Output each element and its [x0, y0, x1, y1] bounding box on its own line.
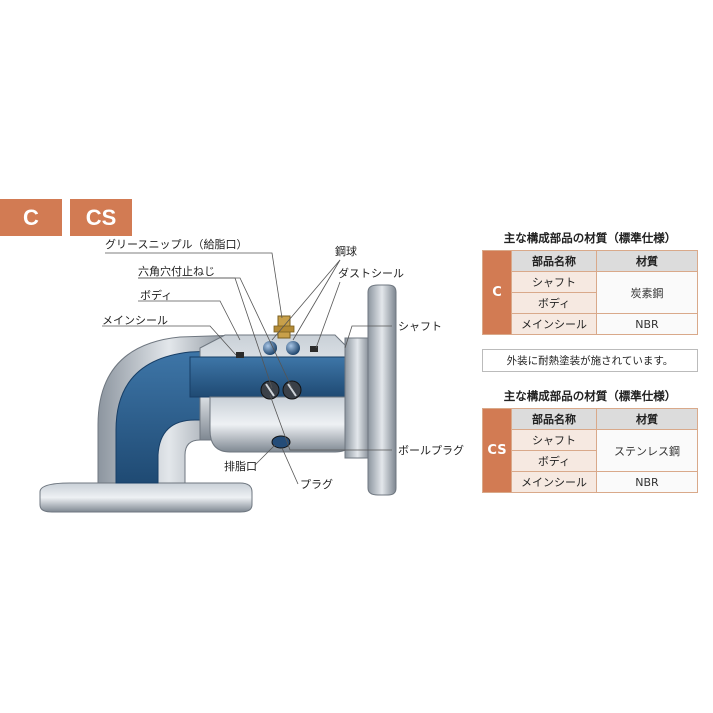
label-ball-plug: ボールプラグ — [398, 443, 464, 457]
table-c-material: NBR — [596, 313, 698, 335]
model-tag-c: C — [0, 199, 62, 236]
label-steel-ball: 鋼球 — [335, 244, 357, 258]
table-cs-part: シャフト — [511, 429, 597, 451]
label-grease-nipple: グリースニップル（給脂口） — [105, 237, 247, 251]
table-cs-part: メインシール — [511, 471, 597, 493]
label-main-seal: メインシール — [102, 314, 168, 327]
label-dust-seal: ダストシール — [338, 266, 404, 280]
table-c-head-material: 材質 — [596, 250, 698, 272]
table-cs-material-merged: ステンレス鋼 — [596, 429, 698, 472]
coating-note: 外装に耐熱塗装が施されています。 — [482, 349, 698, 372]
table-c-part: メインシール — [511, 313, 597, 335]
dust-seal — [310, 346, 318, 352]
steel-ball-left — [263, 341, 277, 355]
bottom-flange — [39, 482, 253, 513]
label-set-screw: 六角穴付止ねじ — [138, 264, 215, 278]
steel-ball-right — [286, 341, 300, 355]
label-shaft: シャフト — [398, 320, 442, 333]
table-cs-title: 主な構成部品の材質（標準仕様） — [503, 389, 677, 403]
shaft — [344, 337, 371, 459]
drain-plug — [271, 435, 291, 449]
table-cs-part: ボディ — [511, 450, 597, 472]
main-seal — [236, 352, 244, 358]
table-cs-side-label: CS — [482, 408, 512, 493]
table-c-part: ボディ — [511, 292, 597, 314]
material-table-c: C 部品名称 材質 シャフト 炭素鋼 ボディ メインシール NBR — [482, 250, 698, 335]
material-table-cs: CS 部品名称 材質 シャフト ステンレス鋼 ボディ メインシール NBR — [482, 408, 698, 493]
table-c-head-name: 部品名称 — [511, 250, 597, 272]
label-body: ボディ — [140, 288, 172, 302]
label-drain-port: 排脂口 — [224, 459, 257, 473]
table-cs-head-name: 部品名称 — [511, 408, 597, 430]
table-cs-material: NBR — [596, 471, 698, 493]
right-flange — [367, 284, 397, 496]
table-c-side-label: C — [482, 250, 512, 335]
table-c-part: シャフト — [511, 271, 597, 293]
table-c-title: 主な構成部品の材質（標準仕様） — [503, 231, 677, 245]
model-tag-cs: CS — [70, 199, 132, 236]
table-cs-head-material: 材質 — [596, 408, 698, 430]
table-c-material-merged: 炭素鋼 — [596, 271, 698, 314]
label-plug: プラグ — [300, 477, 333, 491]
